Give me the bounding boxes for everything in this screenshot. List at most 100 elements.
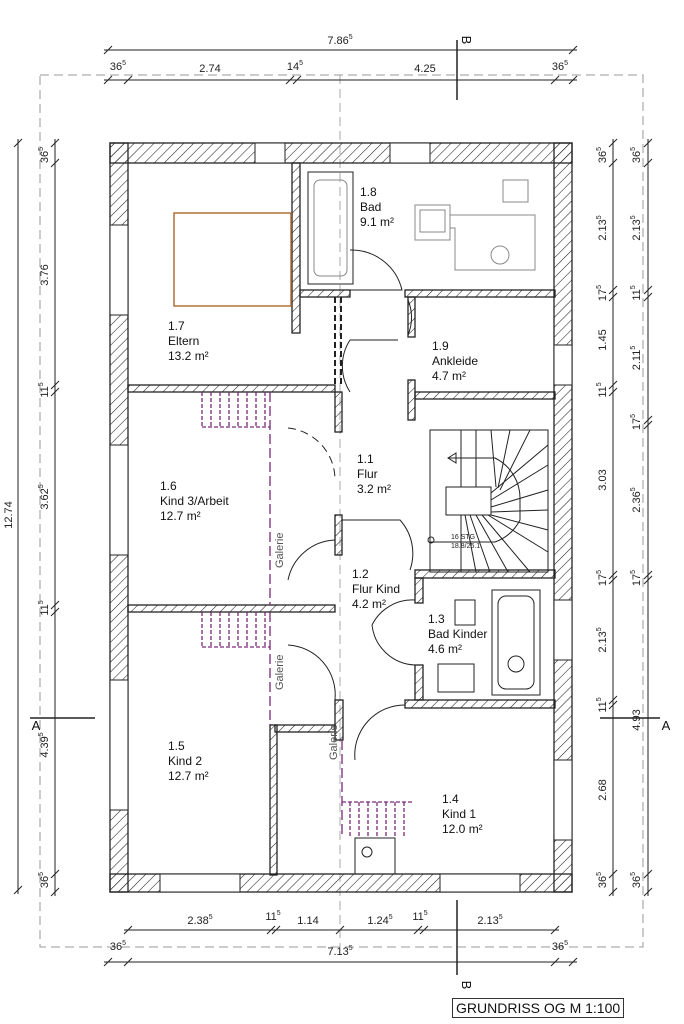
wall — [414, 569, 556, 579]
dimension-value: 2.68 — [597, 779, 609, 800]
dimension-label: 2.68 — [597, 779, 609, 800]
dimension-tick — [643, 138, 653, 148]
dimension-label: 115 — [596, 697, 609, 712]
dimension-value: 2.74 — [199, 63, 220, 75]
window — [389, 142, 431, 164]
dimension-superscript: 5 — [277, 910, 281, 917]
room-num: 1.5 — [168, 739, 185, 753]
galerie-railings — [201, 392, 412, 838]
galerie-label: Galerie — [274, 655, 286, 690]
dimension-value: 2.38 — [187, 915, 208, 927]
door-bad — [349, 249, 403, 291]
kids-sink — [437, 663, 475, 693]
wall — [334, 699, 344, 741]
dimension-tick — [123, 957, 133, 967]
dimension-tick — [550, 957, 560, 967]
dimension-value: 4.25 — [414, 63, 435, 75]
room-name: Eltern — [168, 334, 199, 348]
dimension-value: 2.13 — [631, 219, 643, 240]
dimension-tick — [266, 925, 276, 935]
dimension-label: 4.395 — [38, 732, 51, 757]
window — [439, 873, 521, 893]
dimension-tick — [608, 700, 618, 710]
room-area: 9.1 m² — [360, 215, 394, 229]
dimension-superscript: 5 — [630, 414, 637, 418]
wall — [334, 391, 343, 433]
room-name: Bad — [360, 200, 381, 214]
dimension-superscript: 5 — [38, 600, 45, 604]
dimension-value: 2.11 — [631, 350, 643, 371]
dimension-superscript: 5 — [630, 215, 637, 219]
dimension-value: 36 — [631, 876, 643, 888]
dimension-value: 7.13 — [327, 946, 348, 958]
dimension-label: 12.74 — [3, 501, 15, 529]
dimension-superscript: 5 — [299, 60, 303, 67]
dimension-tick — [413, 925, 423, 935]
dimension-value: 1.45 — [597, 329, 609, 350]
wall — [404, 699, 556, 709]
dimension-tick — [50, 380, 60, 390]
kids-toilet — [454, 599, 476, 626]
dimension-superscript: 5 — [38, 732, 45, 736]
dimension-value: 36 — [552, 941, 564, 953]
door-ankleide — [407, 299, 412, 336]
dimension-value: 17 — [631, 418, 643, 430]
dimension-tick — [608, 869, 618, 879]
room-area: 3.2 m² — [357, 482, 391, 496]
dimension-tick — [643, 158, 653, 168]
dimension-tick — [643, 575, 653, 585]
dimension-label: 365 — [38, 872, 51, 888]
dimension-tick — [608, 292, 618, 302]
dimension-label: 365 — [110, 60, 126, 73]
bathtub-inner — [313, 179, 348, 277]
section-marker-a-left: A — [32, 718, 41, 733]
dimension-label: 365 — [596, 147, 609, 163]
dimension-tick — [643, 285, 653, 295]
window — [109, 224, 129, 316]
stair-steps: 16 STG — [451, 534, 475, 541]
dimension-superscript: 5 — [349, 945, 353, 952]
dimension-label: 7.135 — [327, 945, 352, 958]
dimension-label: 2.135 — [630, 215, 643, 240]
shower-drain — [490, 245, 510, 265]
dimension-value: 11 — [631, 289, 643, 300]
door-eltern — [341, 339, 398, 393]
dimension-superscript: 5 — [596, 382, 603, 386]
dimension-tick — [643, 570, 653, 580]
door-flur — [342, 519, 414, 571]
dimension-value: 14 — [287, 61, 299, 73]
dimension-value: 3.76 — [39, 264, 51, 285]
dimension-superscript: 5 — [630, 872, 637, 876]
room-area: 4.2 m² — [352, 597, 386, 611]
room-area: 13.2 m² — [168, 349, 209, 363]
dimension-tick — [335, 925, 345, 935]
dimension-tick — [50, 887, 60, 897]
dimension-label: 2.135 — [596, 627, 609, 652]
dimension-superscript: 5 — [122, 940, 126, 947]
dimension-value: 2.13 — [477, 915, 498, 927]
dimension-value: 17 — [597, 574, 609, 586]
dimension-label: 115 — [265, 910, 280, 923]
dimension-value: 36 — [110, 61, 122, 73]
dimension-tick — [608, 138, 618, 148]
wall — [127, 384, 336, 393]
dimension-tick — [50, 607, 60, 617]
wall — [269, 724, 278, 876]
dimension-value: 36 — [597, 151, 609, 163]
room-num: 1.8 — [360, 185, 377, 199]
dimension-superscript: 5 — [596, 570, 603, 574]
dimension-value: 36 — [39, 876, 51, 888]
bathtub — [307, 171, 354, 285]
dimension-tick — [643, 887, 653, 897]
dimension-superscript: 5 — [424, 910, 428, 917]
dimension-label: 115 — [596, 382, 609, 397]
dimension-tick — [608, 887, 618, 897]
door-kind3 — [287, 539, 336, 581]
toilet — [502, 179, 529, 203]
washing-machine-drum — [361, 846, 373, 858]
dimension-value: 11 — [39, 386, 51, 397]
dimension-superscript: 5 — [499, 914, 503, 921]
